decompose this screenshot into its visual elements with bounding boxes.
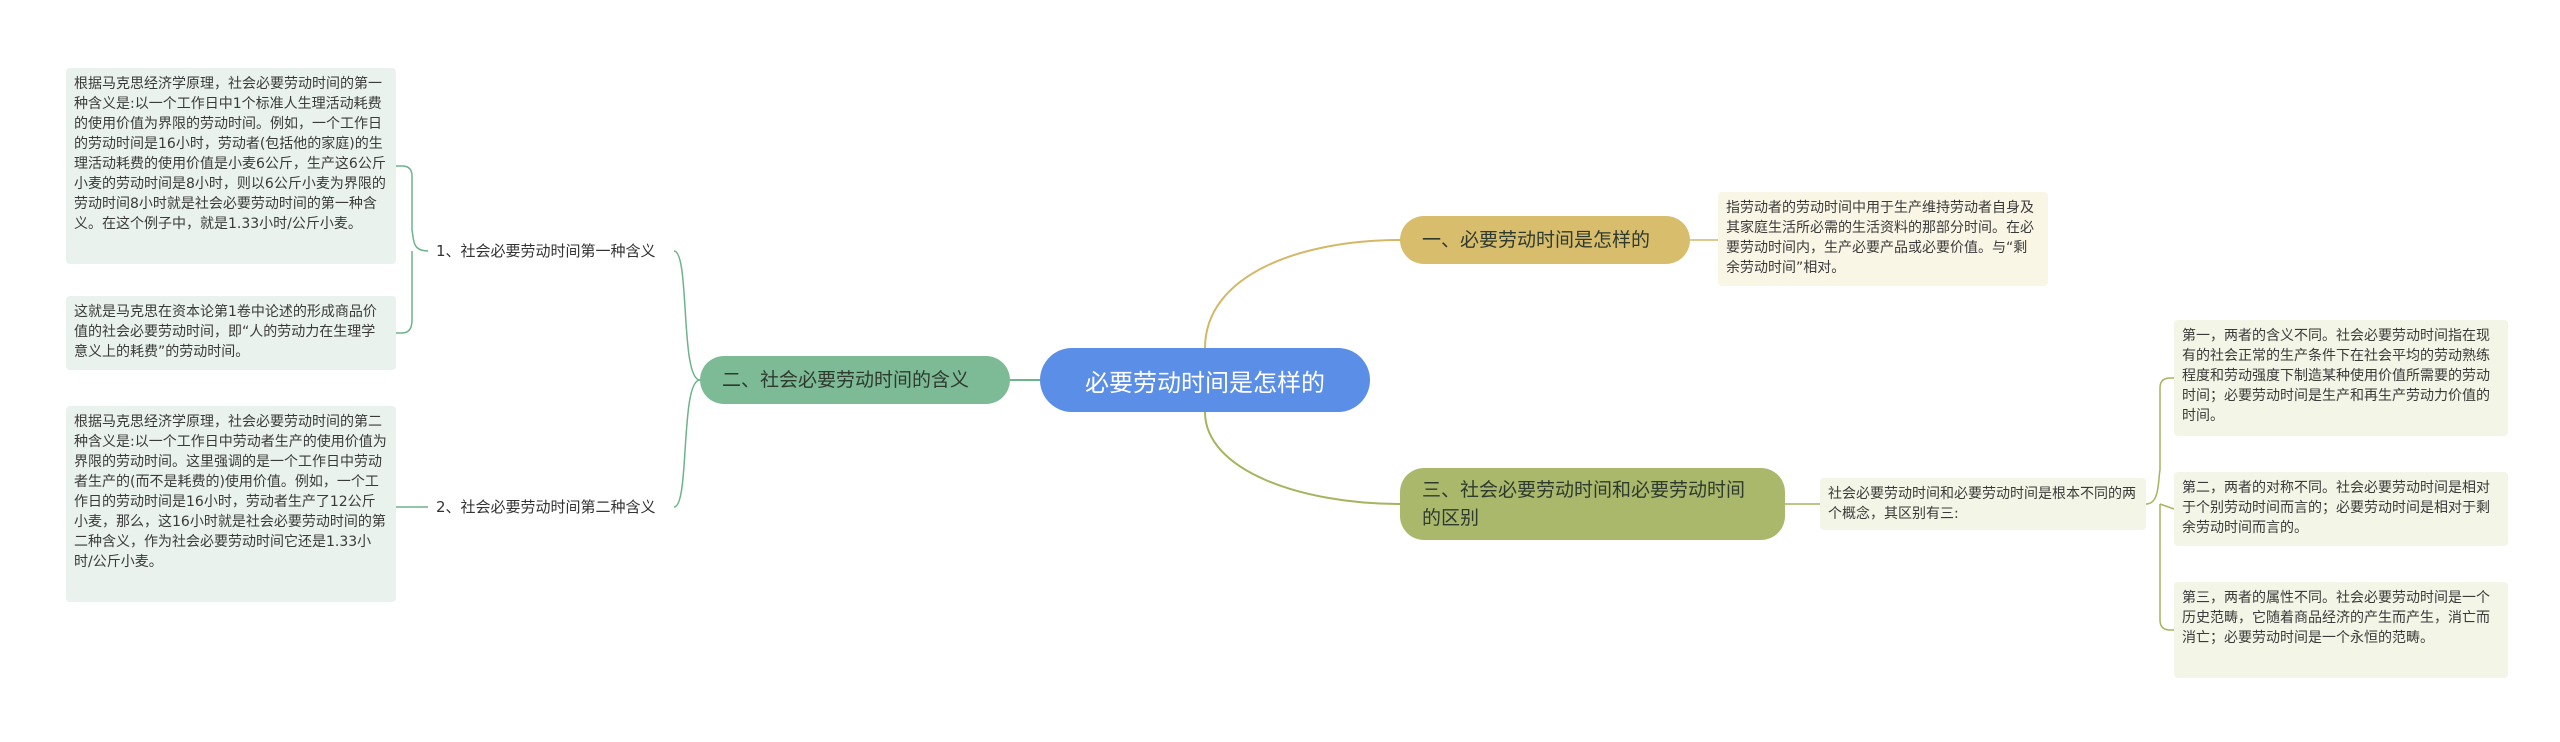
link-branch2-sub1 [673,250,701,381]
branch-2-sub-2[interactable]: 2、社会必要劳动时间第二种含义 [428,492,674,522]
link-sub1-leaves [396,165,429,334]
branch-2-sub-2-leaf-1: 根据马克思经济学原理，社会必要劳动时间的第二种含义是:以一个工作日中劳动者生产的… [66,406,396,602]
branch-2-sub-1[interactable]: 1、社会必要劳动时间第一种含义 [428,236,674,266]
branch-3-sub[interactable]: 社会必要劳动时间和必要劳动时间是根本不同的两个概念，其区别有三: [1820,478,2146,530]
link-root-branch1 [1204,239,1401,349]
branch-3-leaf-2: 第二，两者的对称不同。社会必要劳动时间是相对于个别劳动时间而言的；必要劳动时间是… [2174,472,2508,546]
branch-node-2[interactable]: 二、社会必要劳动时间的含义 [700,356,1010,404]
branch-1-label: 一、必要劳动时间是怎样的 [1422,229,1651,251]
link-sub-leaves [2145,377,2175,631]
branch-2-sub-1-leaf-1: 根据马克思经济学原理，社会必要劳动时间的第一种含义是:以一个工作日中1个标准人生… [66,68,396,264]
branch-node-1[interactable]: 一、必要劳动时间是怎样的 [1400,216,1690,264]
link-branch2-sub2 [673,379,701,508]
branch-2-sub-1-leaf-2: 这就是马克思在资本论第1卷中论述的形成商品价值的社会必要劳动时间，即“人的劳动力… [66,296,396,370]
branch-2-sub-2-label: 2、社会必要劳动时间第二种含义 [436,498,656,516]
root-label: 必要劳动时间是怎样的 [1085,368,1325,397]
branch-3-label: 三、社会必要劳动时间和必要劳动时间的区别 [1422,479,1746,529]
branch-node-3[interactable]: 三、社会必要劳动时间和必要劳动时间的区别 [1400,468,1785,540]
branch-1-leaf: 指劳动者的劳动时间中用于生产维持劳动者自身及其家庭生活所必需的生活资料的那部分时… [1718,192,2048,286]
root-node[interactable]: 必要劳动时间是怎样的 [1040,348,1370,412]
branch-2-label: 二、社会必要劳动时间的含义 [722,369,970,391]
branch-3-leaf-3: 第三，两者的属性不同。社会必要劳动时间是一个历史范畴，它随着商品经济的产生而产生… [2174,582,2508,678]
branch-3-leaf-1: 第一，两者的含义不同。社会必要劳动时间指在现有的社会正常的生产条件下在社会平均的… [2174,320,2508,436]
link-root-branch3 [1204,411,1401,505]
branch-2-sub-1-label: 1、社会必要劳动时间第一种含义 [436,242,656,260]
